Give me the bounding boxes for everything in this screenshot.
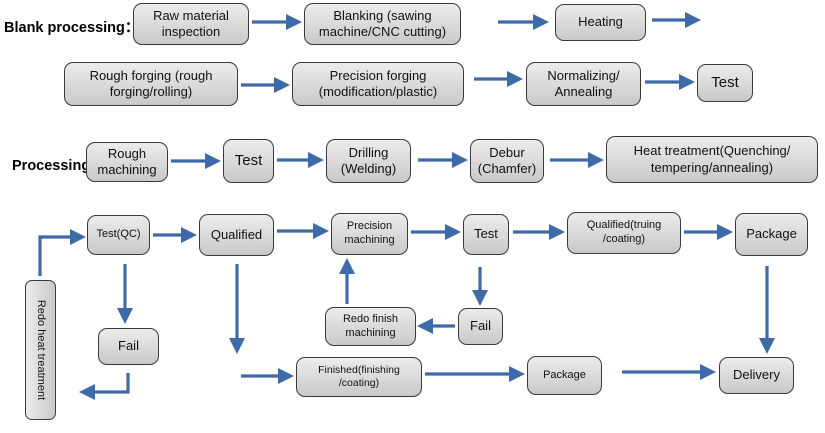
node-test-final: Test — [463, 214, 509, 255]
node-finished: Finished(finishing /coating) — [296, 357, 422, 397]
node-fail-left: Fail — [98, 328, 159, 365]
node-qualified: Qualified — [199, 214, 274, 256]
node-package-bottom: Package — [527, 356, 602, 395]
node-redo-heat-treatment: Redo heat treatment — [25, 280, 56, 420]
node-test-blank: Test — [697, 64, 753, 102]
section-label-processing: Processing: — [12, 158, 95, 174]
node-package-top: Package — [735, 213, 808, 256]
node-qualified-truing: Qualified(truing /coating) — [567, 212, 681, 254]
node-test-qc: Test(QC) — [87, 215, 150, 255]
node-rough-forging: Rough forging (rough forging/rolling) — [64, 62, 238, 106]
node-heat-treatment: Heat treatment(Quenching/ tempering/anne… — [606, 136, 818, 183]
node-fail-right: Fail — [458, 308, 503, 345]
node-test-processing: Test — [223, 139, 274, 183]
node-precision-machining: Precision machining — [331, 213, 408, 255]
node-drilling: Drilling (Welding) — [326, 139, 411, 183]
node-precision-forging: Precision forging (modification/plastic) — [292, 62, 464, 106]
arrow-fail-to-redo-heat — [79, 373, 130, 400]
node-redo-finish-machining: Redo finish machining — [325, 307, 416, 346]
node-blanking: Blanking (sawing machine/CNC cutting) — [304, 3, 461, 45]
node-normalizing-annealing: Normalizing/ Annealing — [526, 62, 641, 106]
node-debur: Debur (Chamfer) — [470, 139, 544, 183]
node-delivery: Delivery — [719, 357, 794, 394]
node-raw-material-inspection: Raw material inspection — [133, 3, 249, 45]
node-rough-machining: Rough machining — [86, 142, 168, 182]
section-label-blank-processing: Blank processing： — [4, 20, 140, 36]
arrow-redo-heat-to-testqc — [38, 229, 86, 276]
node-heating: Heating — [555, 4, 646, 41]
